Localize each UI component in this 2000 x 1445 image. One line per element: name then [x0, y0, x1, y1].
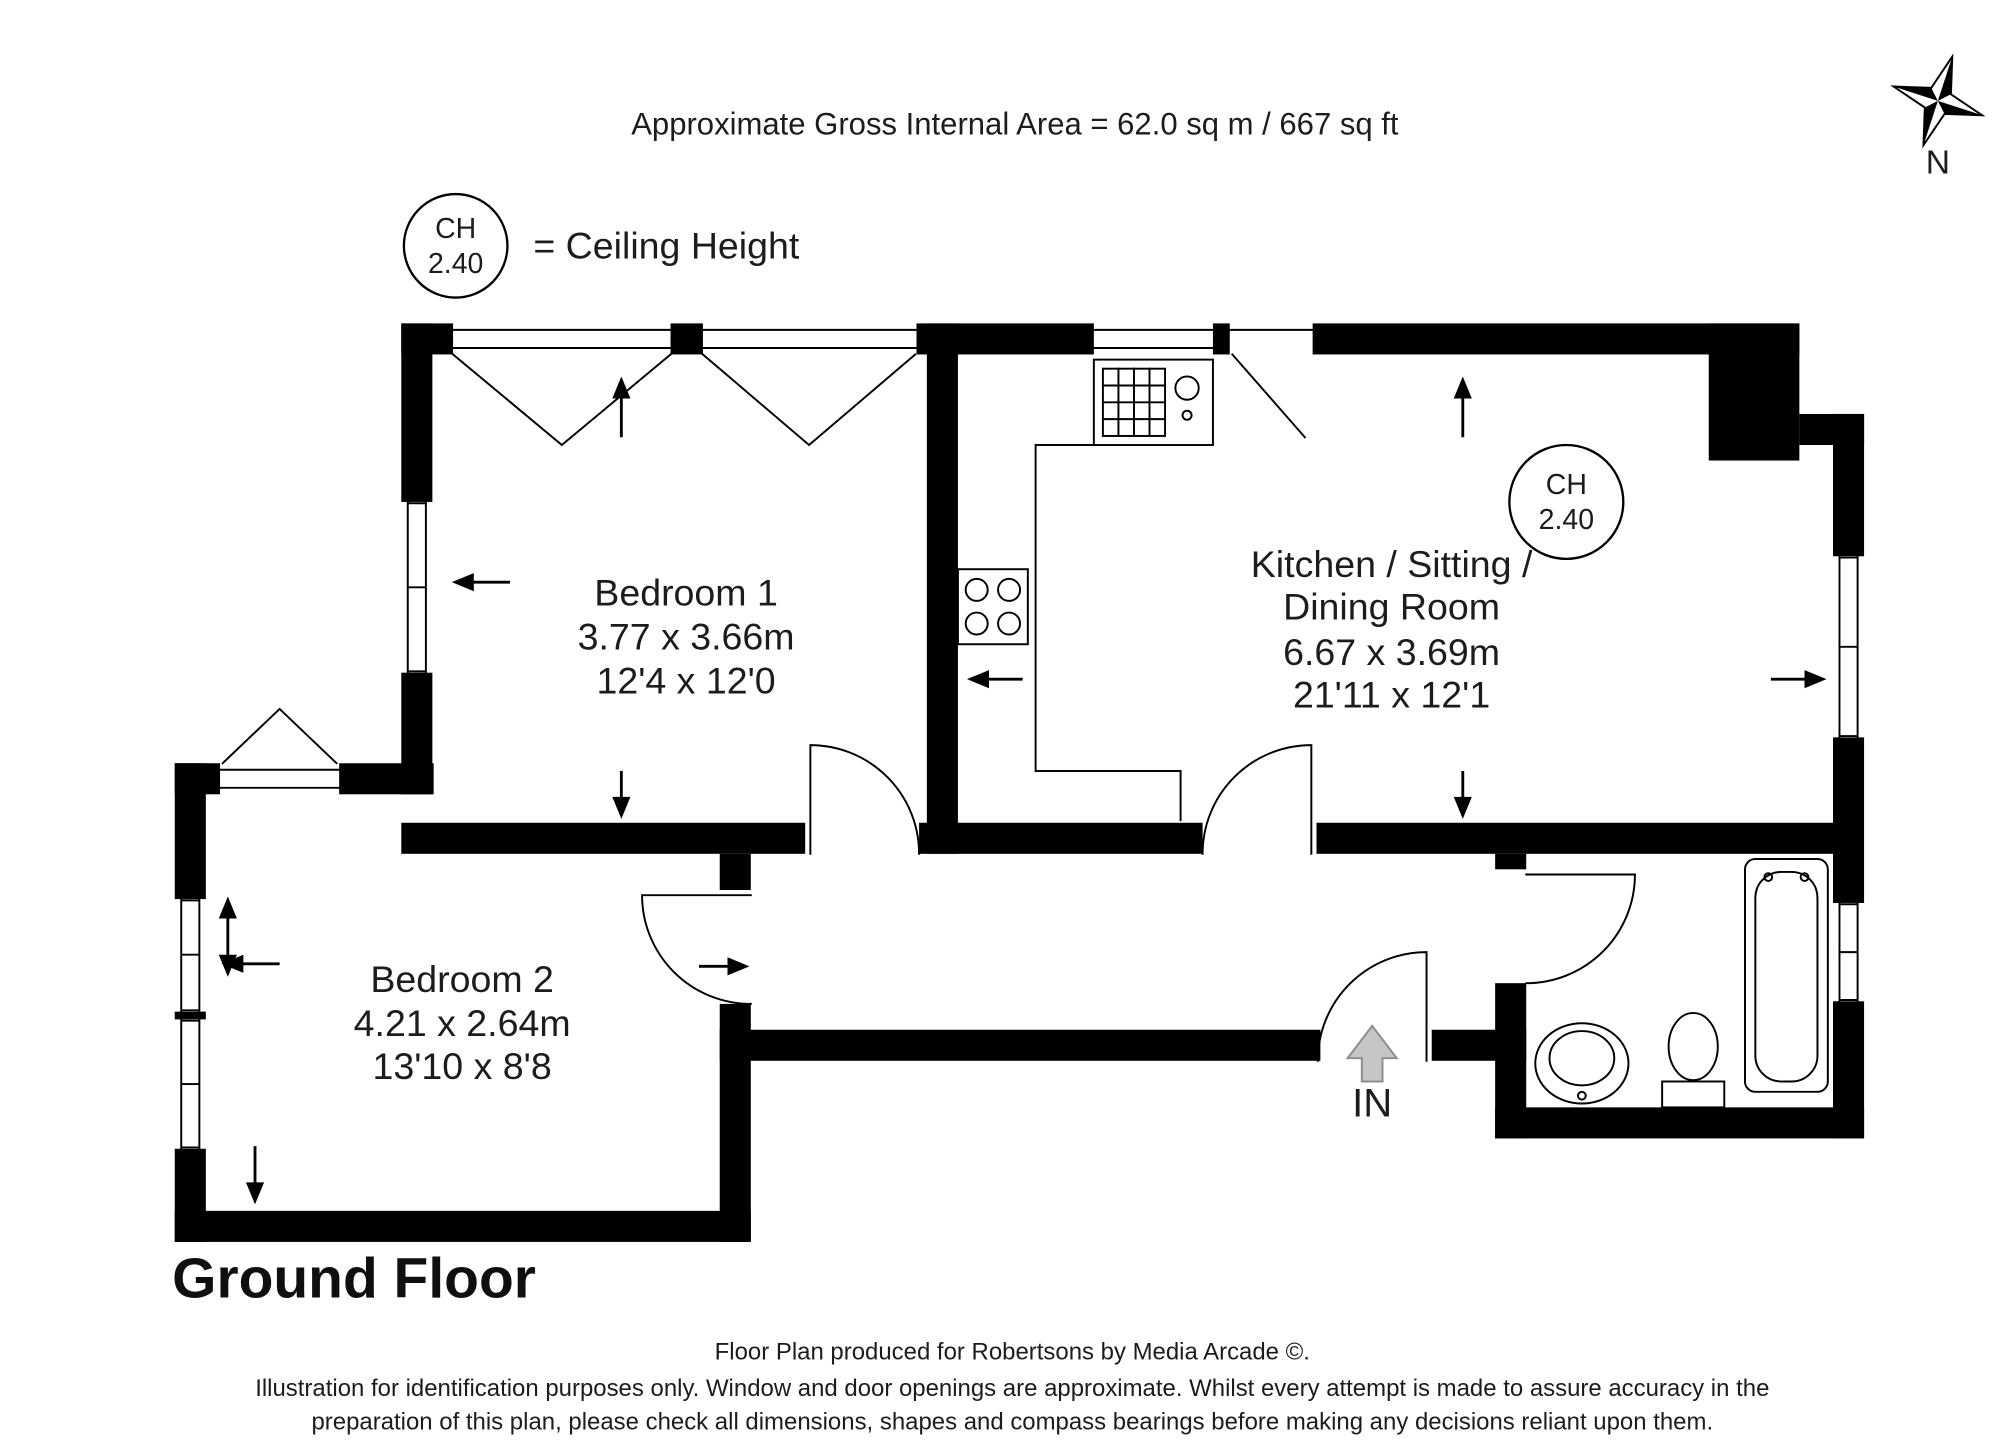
kitchen-top-door-opening	[1228, 328, 1314, 439]
kitchen-ch-abbr: CH	[1546, 469, 1587, 501]
wall-bed1-kitchen-divider	[926, 323, 958, 854]
windows	[180, 328, 1859, 1150]
kitchen-name-line1: Kitchen / Sitting /	[1251, 543, 1533, 585]
footer-line1: Floor Plan produced for Robertsons by Me…	[715, 1339, 1310, 1366]
direction-arrows	[218, 376, 1827, 1205]
bedroom2-name: Bedroom 2	[370, 958, 554, 1000]
kitchen-counter-line	[1034, 444, 1182, 822]
kitchen-fixtures	[956, 358, 1214, 822]
basin-icon	[1534, 1022, 1630, 1105]
wall-bathroom-bottom	[1495, 1107, 1865, 1139]
kitchen-name-line2: Dining Room	[1283, 586, 1500, 628]
bedroom2-top-window	[219, 707, 341, 789]
bedroom1-size-metric: 3.77 x 3.66m	[578, 615, 795, 657]
legend-ch-value: 2.40	[428, 248, 483, 280]
sink-icon	[1092, 358, 1214, 446]
bathroom-door-arc	[1525, 873, 1636, 985]
kitchen-right-window	[1838, 555, 1859, 739]
legend-ch-circle	[402, 192, 509, 299]
hob-icon	[956, 568, 1029, 646]
wall-topright-block	[1708, 323, 1800, 461]
kitchen-door-arc	[1201, 744, 1313, 855]
entrance-door-arc	[1316, 951, 1428, 1062]
bedroom2-left-window-2	[180, 1018, 201, 1150]
wall-bedroom2-bottom	[174, 1210, 751, 1242]
kitchen-label: CH 2.40 Kitchen / Sitting / Dining Room …	[1251, 443, 1625, 716]
bedroom1-top-window-2	[701, 328, 918, 447]
wall-hall-bottom-b	[1431, 1029, 1527, 1061]
entrance-arrow-icon	[1345, 1024, 1399, 1083]
door-arcs	[641, 744, 1636, 1062]
wall-hall-bottom-a	[719, 1029, 1321, 1061]
entrance-label: IN	[1352, 1081, 1392, 1125]
bedroom1-name: Bedroom 1	[594, 571, 778, 613]
wall-right	[1833, 413, 1865, 1139]
kitchen-ch-value: 2.40	[1539, 504, 1594, 536]
bedroom2-size-imperial: 13'10 x 8'8	[373, 1045, 552, 1087]
toilet-icon	[1661, 1011, 1726, 1109]
bathroom-right-window	[1838, 901, 1859, 1003]
legend-ch-meaning: = Ceiling Height	[533, 225, 800, 267]
gross-area-text: Approximate Gross Internal Area = 62.0 s…	[631, 107, 1399, 142]
wall-openings	[172, 320, 1867, 1149]
bedroom2-left-window-1	[180, 898, 201, 1013]
wall-kitchen-bottom	[957, 822, 1834, 854]
footer-line3: preparation of this plan, please check a…	[311, 1408, 1713, 1435]
bedroom1-size-imperial: 12'4 x 12'0	[596, 659, 775, 701]
walls	[174, 323, 1865, 1242]
bathroom-fixtures	[1534, 858, 1829, 1109]
floor-title: Ground Floor	[172, 1247, 536, 1311]
legend-ch-abbr: CH	[435, 213, 476, 245]
bedroom2-door-arc	[641, 894, 752, 1005]
footer-line2: Illustration for identification purposes…	[255, 1375, 1769, 1402]
bedroom1-top-window-1	[451, 328, 672, 447]
bedroom1-left-window	[406, 500, 427, 674]
north-label: N	[1926, 144, 1950, 181]
kitchen-sink-window	[1092, 328, 1214, 349]
bedroom1-door-arc	[809, 744, 921, 855]
compass-icon	[1890, 53, 1986, 149]
bedroom1-label: Bedroom 1 3.77 x 3.66m 12'4 x 12'0	[578, 571, 795, 701]
bedroom2-size-metric: 4.21 x 2.64m	[354, 1002, 571, 1044]
kitchen-size-imperial: 21'11 x 12'1	[1293, 674, 1490, 716]
kitchen-ch-circle	[1508, 443, 1625, 561]
bath-icon	[1744, 858, 1829, 1093]
kitchen-size-metric: 6.67 x 3.69m	[1283, 631, 1500, 673]
bedroom2-label: Bedroom 2 4.21 x 2.64m 13'10 x 8'8	[354, 958, 571, 1087]
